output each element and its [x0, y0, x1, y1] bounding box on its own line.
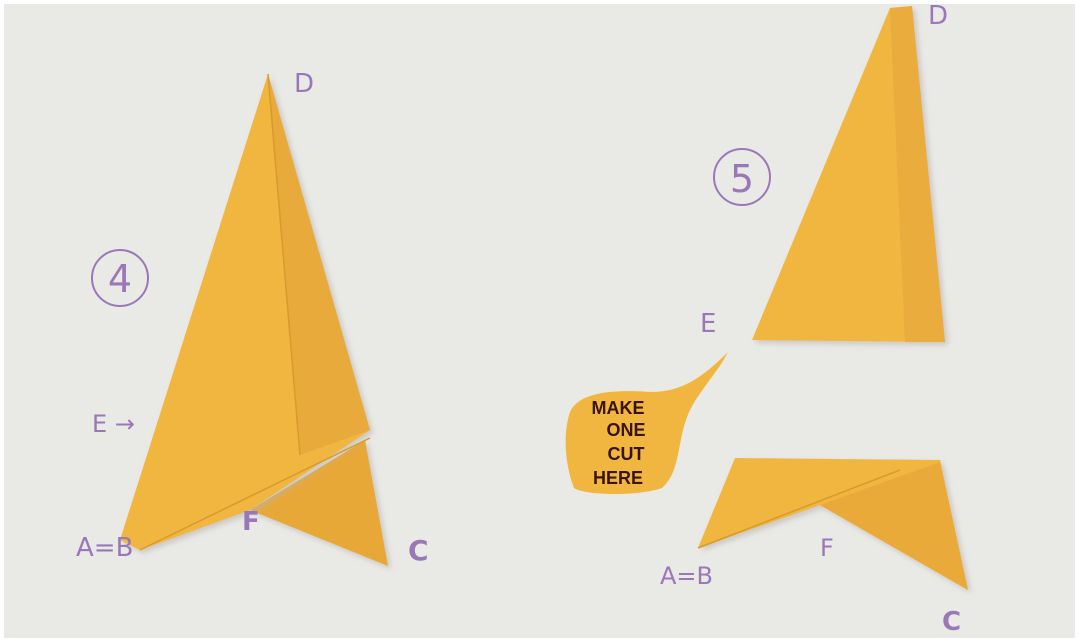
step5-label-f: F [820, 534, 834, 562]
step4-label-c: C [408, 534, 429, 567]
step5-label-c: C [942, 607, 961, 637]
step5-number: 5 [730, 157, 754, 201]
callout-line-3: CUT [608, 444, 645, 464]
step5-label-a: A=B [660, 562, 713, 590]
callout-line-2: ONE [606, 420, 645, 440]
callout-line-4: HERE [593, 468, 643, 488]
step5-label-d: D [928, 1, 948, 31]
step5-label-e: E [700, 309, 716, 339]
step4-label-f: F [242, 507, 260, 537]
step4-label-a: A=B [76, 533, 133, 563]
step4-label-e: E → [92, 410, 135, 438]
step4-label-d: D [294, 69, 314, 99]
step4-number: 4 [108, 257, 132, 301]
callout-line-1: MAKE [592, 398, 645, 418]
